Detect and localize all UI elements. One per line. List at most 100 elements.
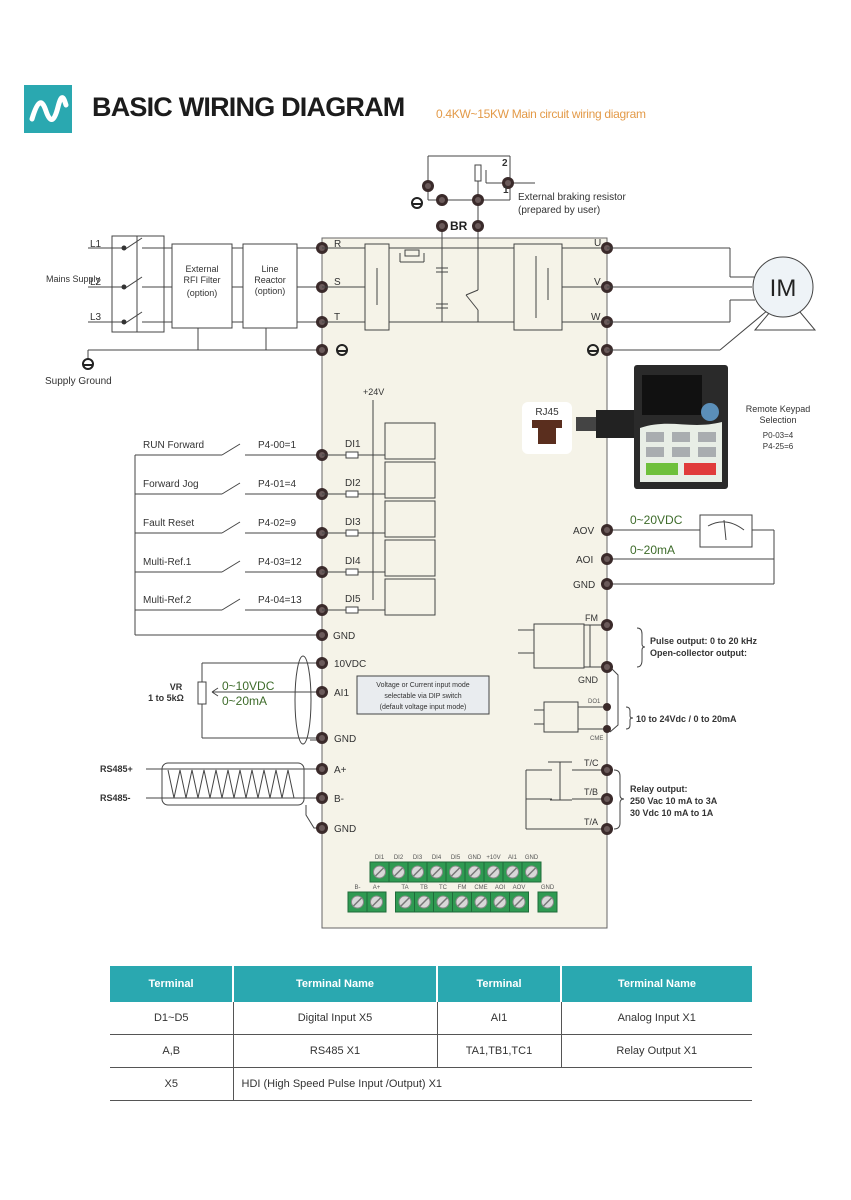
terminal-label: DI2 [394, 855, 404, 861]
inverter-body [321, 237, 608, 929]
supply-24v-label: +24V [363, 387, 384, 397]
terminal-screw: CME [471, 885, 491, 913]
vr-range: 1 to 5kΩ [148, 693, 184, 703]
terminal-label: TB [420, 885, 428, 891]
table-cell: D1~D5 [110, 1002, 233, 1035]
braking-resistor [427, 155, 535, 228]
table-header: Terminal [110, 966, 233, 1002]
terminal-label: AOV [513, 885, 526, 891]
ai-gnd-terminal: GND [334, 734, 356, 745]
terminal-label: DI4 [432, 855, 442, 861]
terminal-label: TA [401, 885, 408, 891]
table-row: X5 HDI (High Speed Pulse Input /Output) … [110, 1067, 752, 1101]
terminal-label: DI1 [375, 855, 385, 861]
terminal-label: GND [541, 885, 555, 891]
resistor-pin-2: 2 [502, 158, 508, 169]
table-row: D1~D5 Digital Input X5 AI1 Analog Input … [110, 1002, 752, 1035]
tc-terminal: T/C [584, 758, 599, 768]
ground-icon [336, 344, 348, 356]
di-row: Fault Reset P4-02=9 DI3 [135, 500, 436, 539]
table-cell: Analog Input X1 [560, 1002, 752, 1035]
terminal-label: B- [355, 885, 361, 891]
di4-param: P4-03=12 [258, 557, 302, 568]
pulse-output-desc-1: Pulse output: 0 to 20 kHz [650, 636, 758, 646]
table-header: Terminal Name [232, 966, 437, 1002]
line-l2-label: L2 [90, 277, 102, 288]
terminal-label: DI3 [413, 855, 423, 861]
terminal-screw: DI4 [426, 855, 447, 883]
rj45-label: RJ45 [535, 407, 559, 418]
pulse-output-circuit [518, 623, 646, 733]
motor-label: IM [770, 275, 797, 302]
terminal-v-label: V [594, 277, 601, 288]
line-l1-label: L1 [90, 239, 102, 250]
rs485-a-terminal: A+ [334, 765, 347, 776]
rs485-gnd-terminal: GND [334, 824, 356, 835]
dip-note-3: (default voltage input mode) [380, 704, 467, 711]
aoi-range: 0~20mA [630, 543, 675, 557]
ta-terminal: T/A [584, 817, 598, 827]
analog-input-wiring [197, 655, 322, 745]
ai-signal-current: 0~20mA [222, 694, 267, 708]
line-reactor-label-3: (option) [255, 286, 286, 296]
terminal-s-label: S [334, 277, 341, 288]
mains-supply-label: Mains Supply [46, 274, 101, 284]
aov-terminal: AOV [573, 526, 594, 537]
table-cell: RS485 X1 [232, 1034, 437, 1068]
terminal-screw: +10V [483, 855, 504, 883]
supply-ground-label: Supply Ground [45, 376, 112, 387]
terminal-table: Terminal Terminal Name Terminal Terminal… [110, 966, 752, 1101]
resistor-label-1: External braking resistor [518, 192, 626, 203]
page-title: BASIC WIRING DIAGRAM [92, 92, 405, 122]
terminal-screw: GND [464, 855, 485, 883]
table-cell: AI1 [436, 1002, 561, 1035]
di-gnd-label: GND [333, 631, 355, 642]
di4-function: Multi-Ref.1 [143, 557, 192, 568]
rfi-filter-label-1: External [185, 264, 218, 274]
terminal-label: TC [439, 885, 448, 891]
di-row: RUN Forward P4-00=1 DI1 [135, 422, 436, 461]
di3-param: P4-02=9 [258, 518, 297, 529]
terminal-label: FM [458, 885, 467, 891]
remote-keypad-icon [634, 365, 728, 489]
terminal-label: DI5 [451, 855, 461, 861]
rs485-minus-label: RS485- [100, 793, 131, 803]
rfi-filter-label-2: RFI Filter [184, 275, 221, 285]
terminal-screw: DI2 [388, 855, 409, 883]
resistor-pin-1: 1 [503, 185, 509, 196]
terminal-label: AI1 [508, 855, 518, 861]
tb-terminal: T/B [584, 787, 598, 797]
di-row: Multi-Ref.2 P4-04=13 DI5 [135, 578, 436, 616]
rs485-cable [146, 762, 322, 829]
di2-param: P4-01=4 [258, 479, 297, 490]
table-header: Terminal Name [560, 966, 752, 1002]
ai-signal-voltage: 0~10VDC [222, 679, 275, 693]
keypad-param-2: P4-25=6 [763, 442, 794, 451]
di4-terminal: DI4 [345, 556, 361, 567]
table-cell: A,B [110, 1034, 233, 1068]
terminal-u-label: U [594, 238, 601, 249]
table-cell: TA1,TB1,TC1 [436, 1034, 561, 1068]
aoi-terminal: AOI [576, 555, 593, 566]
fm-terminal: FM [585, 613, 598, 623]
terminal-w-label: W [591, 312, 601, 323]
table-row: A,B RS485 X1 TA1,TB1,TC1 Relay Output X1 [110, 1034, 752, 1068]
terminal-screw: AOV [509, 885, 529, 913]
table-cell: HDI (High Speed Pulse Input /Output) X1 [232, 1067, 752, 1101]
di1-function: RUN Forward [143, 440, 204, 451]
mains-supply [87, 235, 322, 360]
do-output-desc: 10 to 24Vdc / 0 to 20mA [636, 714, 737, 724]
di-row: Forward Jog P4-01=4 DI2 [135, 461, 436, 500]
relay-desc-1: Relay output: [630, 784, 688, 794]
wave-logo-icon [24, 85, 72, 133]
di5-terminal: DI5 [345, 594, 361, 605]
ai1-terminal: AI1 [334, 688, 349, 699]
rs485-plus-label: RS485+ [100, 764, 133, 774]
terminal-label: GND [525, 855, 539, 861]
di-row: Multi-Ref.1 P4-03=12 DI4 [135, 539, 436, 578]
terminal-screw: FM [452, 885, 472, 913]
di5-param: P4-04=13 [258, 595, 302, 606]
do1-terminal: DO1 [588, 699, 601, 705]
keypad-param-1: P0-03=4 [763, 431, 794, 440]
